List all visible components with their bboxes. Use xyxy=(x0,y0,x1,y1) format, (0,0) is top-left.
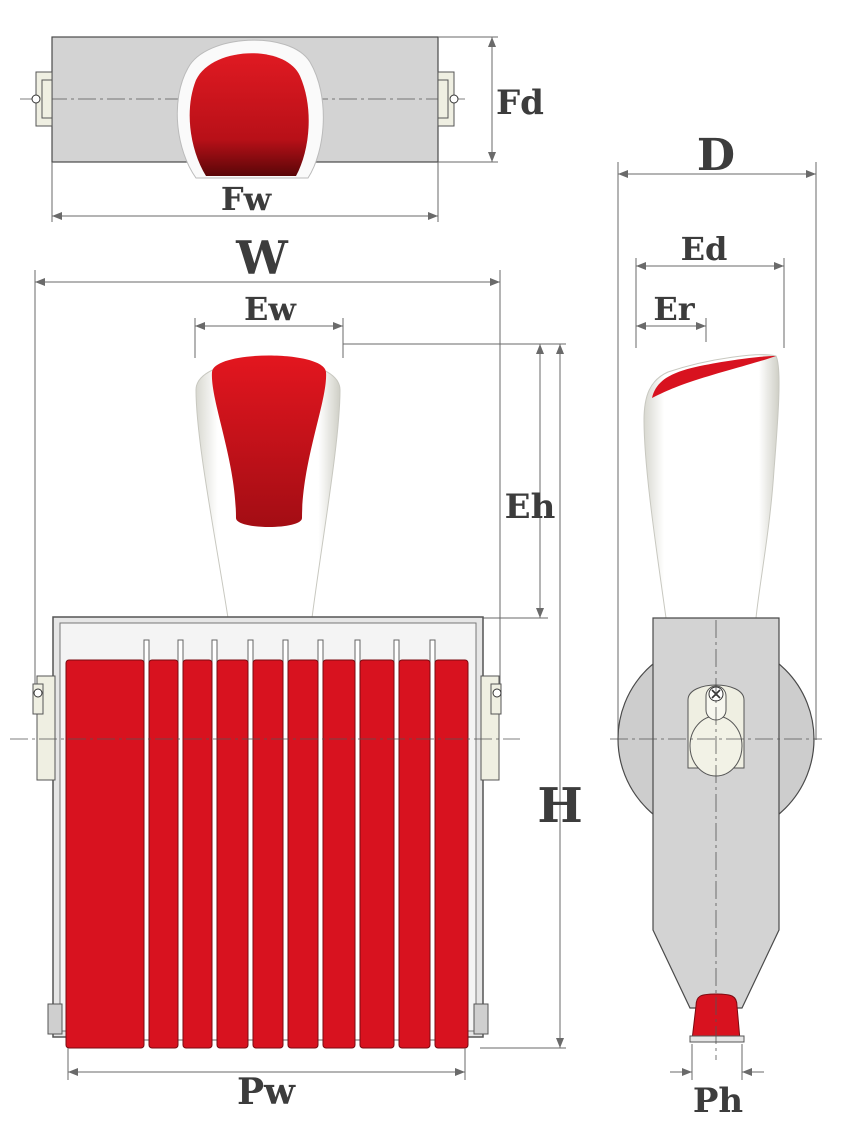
eh-label: Eh xyxy=(505,487,556,527)
fw-label: Fw xyxy=(221,180,273,218)
front-view-handle xyxy=(195,355,341,619)
number-band xyxy=(434,659,469,1049)
ed-label: Ed xyxy=(681,230,728,268)
er-label: Er xyxy=(653,290,695,328)
number-bands xyxy=(65,659,469,1049)
fd-label: Fd xyxy=(496,83,544,123)
top-view-handle xyxy=(176,39,324,179)
number-band xyxy=(182,659,213,1049)
ew-label: Ew xyxy=(244,290,297,328)
front-right-knob xyxy=(480,675,502,781)
number-band xyxy=(216,659,249,1049)
side-body xyxy=(652,617,780,1009)
number-band xyxy=(398,659,431,1049)
w-label: W xyxy=(235,231,289,285)
ph-label: Ph xyxy=(693,1081,743,1121)
h-label: H xyxy=(537,778,582,834)
number-band xyxy=(322,659,356,1049)
number-band xyxy=(148,659,179,1049)
pw-label: Pw xyxy=(237,1071,296,1113)
side-view: D Ed Er xyxy=(610,130,822,1121)
number-band xyxy=(359,659,395,1049)
front-view: W Ew Eh xyxy=(10,231,583,1113)
top-right-knob xyxy=(437,71,459,127)
top-view: Fd Fw xyxy=(20,36,544,222)
front-left-knob xyxy=(32,675,56,781)
top-left-knob xyxy=(31,71,53,127)
number-band xyxy=(287,659,319,1049)
number-band xyxy=(65,659,145,1049)
side-foot xyxy=(691,993,741,1041)
side-view-handle xyxy=(643,354,780,619)
number-band xyxy=(252,659,284,1049)
d-label: D xyxy=(697,130,735,181)
